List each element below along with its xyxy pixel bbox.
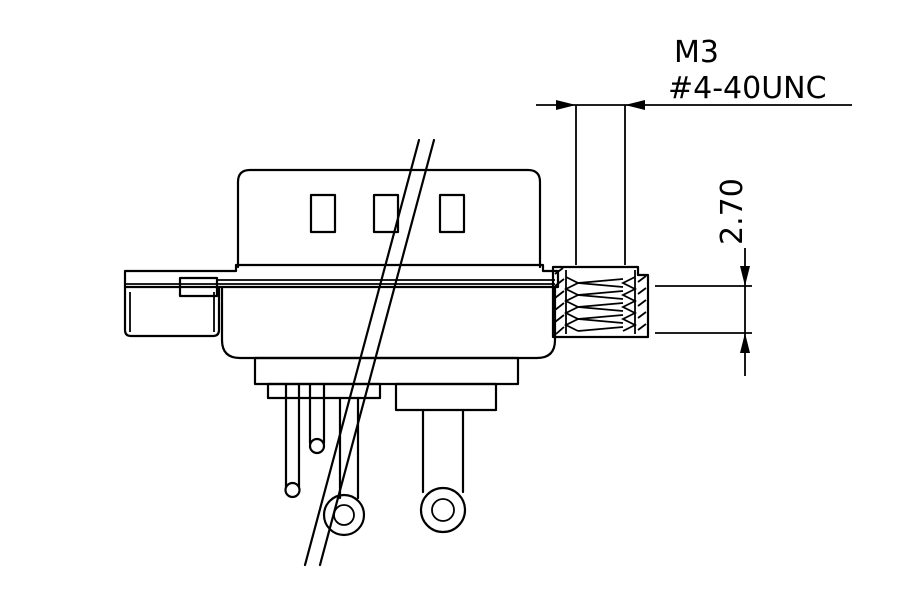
solder-lug-left-eye-outer bbox=[322, 493, 366, 537]
depth-arrow-bottom bbox=[740, 333, 750, 353]
depth-arrow-top bbox=[740, 266, 750, 286]
pin-socket bbox=[266, 382, 382, 400]
contact-window-right bbox=[438, 193, 466, 234]
solder-lug-left bbox=[338, 396, 360, 500]
depth-label: 2.70 bbox=[715, 178, 750, 245]
thread-arrow-left bbox=[556, 100, 576, 110]
pin-short bbox=[308, 382, 326, 445]
pin-short-tip bbox=[308, 437, 326, 455]
solder-lug-right-eye-inner bbox=[431, 498, 455, 522]
solder-lug-right-eye-outer bbox=[419, 486, 467, 534]
shell-top bbox=[236, 168, 542, 269]
threaded-insert bbox=[551, 265, 650, 339]
rear-base bbox=[253, 356, 520, 386]
side-bracket bbox=[123, 285, 221, 338]
contact-window-left bbox=[309, 193, 337, 234]
flange bbox=[123, 263, 560, 289]
solder-lug-left-eye-inner bbox=[333, 504, 355, 526]
clip-block bbox=[178, 276, 219, 298]
solder-lug-right-base bbox=[394, 382, 498, 412]
thread-arrow-right bbox=[625, 100, 645, 110]
pin-long bbox=[284, 382, 301, 489]
thread-label-unc: #4-40UNC bbox=[668, 71, 827, 106]
break-line-2 bbox=[318, 138, 436, 567]
rear-body bbox=[220, 285, 557, 360]
break-line-1 bbox=[303, 138, 421, 567]
solder-lug-right bbox=[421, 408, 465, 494]
contact-window-middle bbox=[372, 193, 400, 234]
thread-label-metric: M3 bbox=[674, 35, 719, 70]
pin-long-tip bbox=[284, 481, 301, 499]
